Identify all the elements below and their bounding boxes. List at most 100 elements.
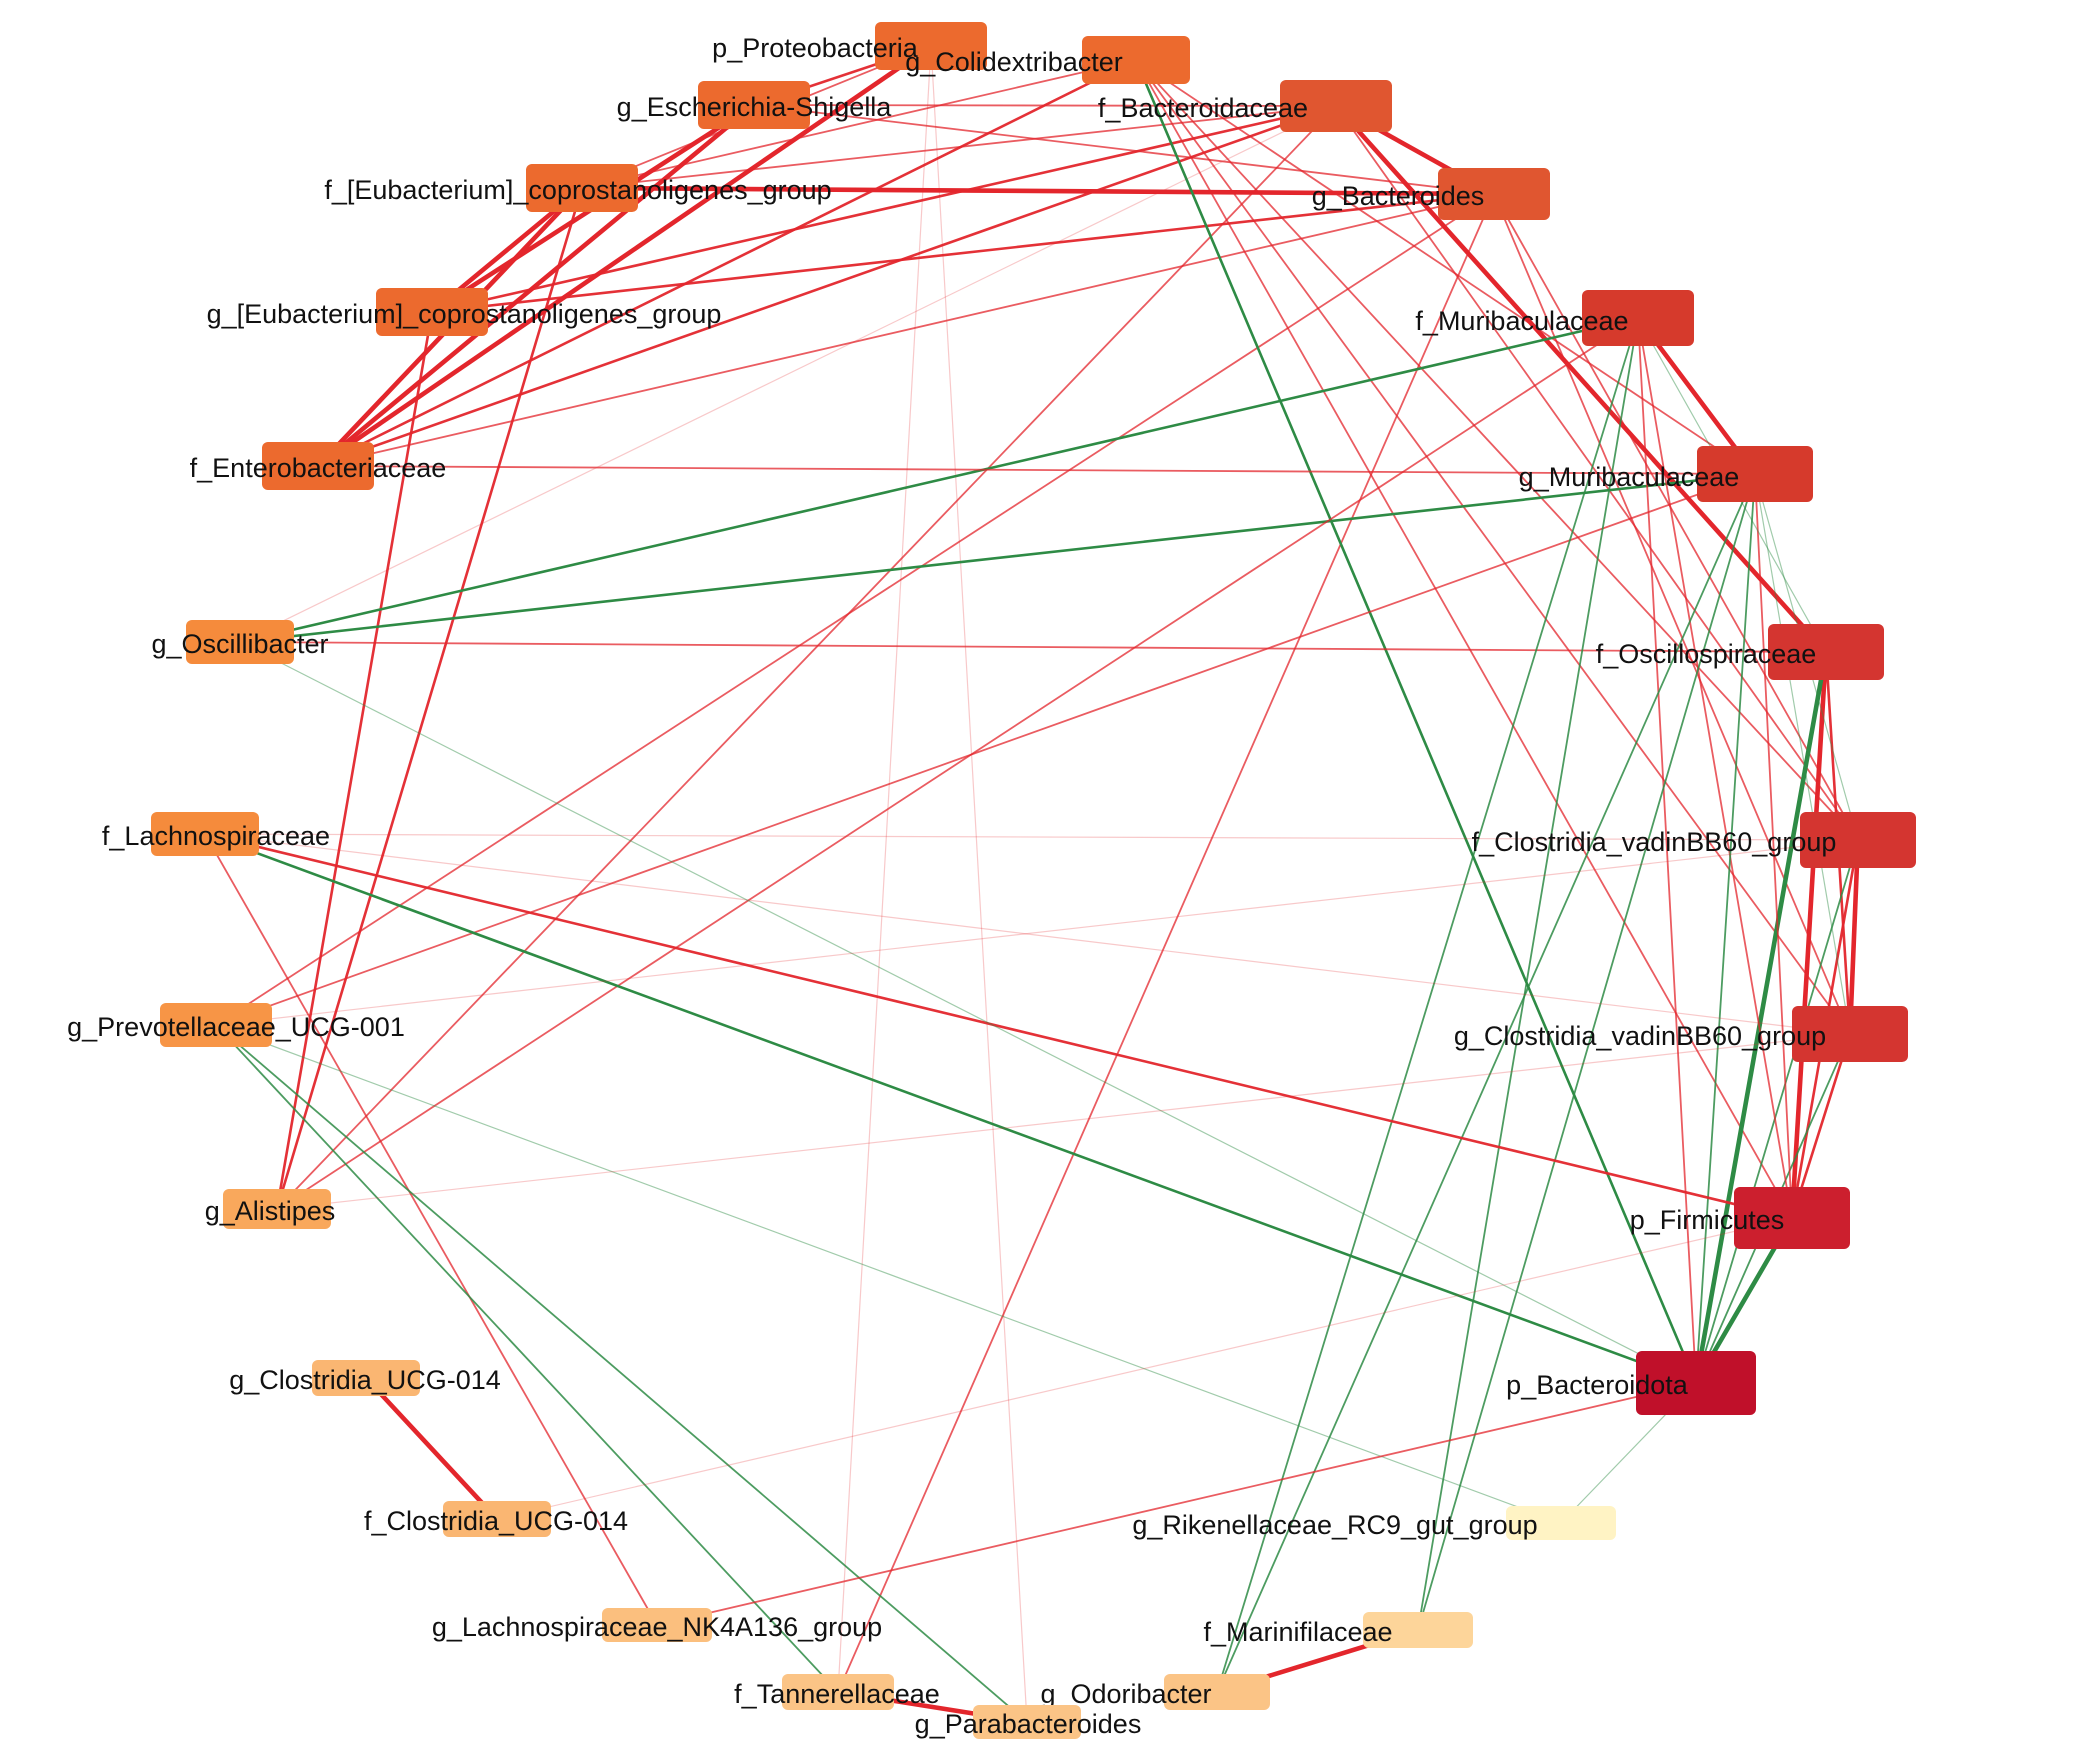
node-label: f_Marinifilaceae xyxy=(1203,1617,1392,1647)
node-label: g_Prevotellaceae_UCG-001 xyxy=(67,1012,405,1042)
node-box xyxy=(782,1674,894,1710)
node-g_Muribaculaceae: g_Muribaculaceae xyxy=(1519,446,1813,502)
edge-g_Prevotellaceae_UCG-001-g_Rikenellaceae_RC9_gut_group xyxy=(215,1024,1562,1524)
node-box xyxy=(1734,1187,1850,1249)
edge-f_Enterobacteriaceae-p_Proteobacteria xyxy=(315,43,934,469)
edge-g_[Eubacterium]_coprostanoligenes_group-g_Alistipes xyxy=(275,310,434,1211)
edge-f_Enterobacteriaceae-g_Bacteroides xyxy=(317,193,1495,467)
edge-g_[Eubacterium]_coprostanoligenes_group-g_Bacteroides xyxy=(430,192,1496,314)
edge-f_Bacteroidaceae-g_Alistipes xyxy=(276,105,1337,1210)
node-box xyxy=(1164,1674,1270,1710)
node-g_[Eubacterium]_coprostanoligenes_group: g_[Eubacterium]_coprostanoligenes_group xyxy=(207,288,722,336)
edge-g_Escherichia-Shigella-f_Enterobacteriaceae xyxy=(315,102,757,469)
edge-f_Muribaculaceae-g_Alistipes xyxy=(276,317,1639,1210)
node-box xyxy=(1800,812,1916,868)
edge-f_Muribaculaceae-f_Marinifilaceae xyxy=(1417,317,1639,1631)
edge-f_Bacteroidaceae-g_Oscillibacter xyxy=(239,105,1337,643)
node-f_Enterobacteriaceae: f_Enterobacteriaceae xyxy=(190,442,447,490)
node-g_Alistipes: g_Alistipes xyxy=(205,1189,336,1229)
node-label: f_Bacteroidaceae xyxy=(1098,93,1308,123)
edge-f_Muribaculaceae-p_Bacteroidota xyxy=(1637,317,1697,1384)
edge-f_Enterobacteriaceae-f_Bacteroidaceae xyxy=(316,104,1338,468)
node-f_Marinifilaceae: f_Marinifilaceae xyxy=(1203,1612,1473,1648)
edge-g_Muribaculaceae-p_Bacteroidota xyxy=(1695,473,1756,1384)
edge-g_Muribaculaceae-g_Odoribacter xyxy=(1216,473,1756,1693)
node-box xyxy=(151,812,259,856)
node-label: g_Odoribacter xyxy=(1040,1679,1211,1709)
edge-f_[Eubacterium]_coprostanoligenes_group-g_Alistipes xyxy=(275,186,584,1211)
edge-g_Muribaculaceae-g_Oscillibacter xyxy=(238,472,1757,644)
node-label: g_Oscillibacter xyxy=(151,629,328,659)
node-box xyxy=(1697,446,1813,502)
edge-g_Escherichia-Shigella-f_Bacteroidaceae xyxy=(753,104,1337,107)
node-label: p_Bacteroidota xyxy=(1506,1370,1689,1400)
node-label: f_Enterobacteriaceae xyxy=(190,453,447,483)
edge-f_Clostridia_vadinBB60_group-g_Clostridia_vadinBB60_group xyxy=(1847,837,1861,1037)
node-box xyxy=(1636,1351,1756,1415)
node-label: f_[Eubacterium]_coprostanoligenes_group xyxy=(324,175,831,205)
node-label: g_Escherichia-Shigella xyxy=(617,92,893,122)
edge-g_Bacteroides-f_Tannerellaceae xyxy=(837,193,1495,1693)
node-f_Tannerellaceae: f_Tannerellaceae xyxy=(734,1674,940,1710)
node-box xyxy=(1582,290,1694,346)
node-f_Oscillospiraceae: f_Oscillospiraceae xyxy=(1596,624,1884,680)
edge-g_Muribaculaceae-g_Clostridia_vadinBB60_group xyxy=(1754,473,1851,1035)
node-box xyxy=(376,288,488,336)
node-p_Proteobacteria: p_Proteobacteria xyxy=(712,22,987,70)
edge-f_Muribaculaceae-p_Firmicutes xyxy=(1637,317,1793,1219)
edge-g_Colidextribacter-f_[Eubacterium]_coprostanoligenes_group xyxy=(581,59,1137,189)
edge-g_Bacteroides-f_Clostridia_vadinBB60_group xyxy=(1493,193,1859,841)
node-g_Prevotellaceae_UCG-001: g_Prevotellaceae_UCG-001 xyxy=(67,1003,405,1047)
edge-f_Bacteroidaceae-f_[Eubacterium]_coprostanoligenes_group xyxy=(581,105,1337,189)
node-box xyxy=(602,1608,712,1642)
node-label: f_Clostridia_vadinBB60_group xyxy=(1472,827,1837,857)
node-label: g_Colidextribacter xyxy=(905,47,1123,77)
edge-p_Proteobacteria-g_Parabacteroides xyxy=(930,45,1028,1723)
node-g_Bacteroides: g_Bacteroides xyxy=(1312,168,1550,220)
node-box xyxy=(1506,1506,1616,1540)
edge-g_Bacteroides-g_Clostridia_vadinBB60_group xyxy=(1493,193,1851,1035)
node-label: g_[Eubacterium]_coprostanoligenes_group xyxy=(207,299,722,329)
edge-f_Lachnospiraceae-g_Clostridia_vadinBB60_group xyxy=(204,833,1851,1035)
node-label: p_Firmicutes xyxy=(1630,1205,1785,1235)
node-label: g_Clostridia_vadinBB60_group xyxy=(1454,1021,1826,1051)
node-f_Clostridia_vadinBB60_group: f_Clostridia_vadinBB60_group xyxy=(1472,812,1916,868)
node-box xyxy=(1363,1612,1473,1648)
node-label: g_Alistipes xyxy=(205,1196,336,1226)
node-g_Oscillibacter: g_Oscillibacter xyxy=(151,620,329,664)
node-label: f_Lachnospiraceae xyxy=(102,821,330,851)
edge-f_Enterobacteriaceae-g_Muribaculaceae xyxy=(317,465,1756,475)
node-g_Lachnospiraceae_NK4A136_group: g_Lachnospiraceae_NK4A136_group xyxy=(432,1608,882,1642)
edge-f_[Eubacterium]_coprostanoligenes_group-g_Bacteroides xyxy=(579,185,1497,197)
node-box xyxy=(160,1003,272,1047)
node-g_Clostridia_vadinBB60_group: g_Clostridia_vadinBB60_group xyxy=(1454,1006,1908,1062)
node-box xyxy=(1768,624,1884,680)
node-f_[Eubacterium]_coprostanoligenes_group: f_[Eubacterium]_coprostanoligenes_group xyxy=(324,164,832,212)
edge-g_Muribaculaceae-p_Firmicutes xyxy=(1754,473,1793,1219)
edge-g_Oscillibacter-f_Oscillospiraceae xyxy=(239,641,1827,653)
node-f_Clostridia_UCG-014: f_Clostridia_UCG-014 xyxy=(364,1501,628,1537)
edge-g_Colidextribacter-f_Clostridia_vadinBB60_group xyxy=(1135,59,1859,841)
edge-g_Lachnospiraceae_NK4A136_group-p_Bacteroidota xyxy=(656,1382,1697,1626)
edge-g_Oscillibacter-p_Bacteroidota xyxy=(239,641,1697,1384)
edge-g_Bacteroides-g_Prevotellaceae_UCG-001 xyxy=(215,193,1495,1026)
edge-f_Lachnospiraceae-f_Clostridia_vadinBB60_group xyxy=(204,833,1859,841)
node-box xyxy=(875,22,987,70)
edge-f_Bacteroidaceae-f_Oscillospiraceae xyxy=(1333,103,1829,655)
node-label: f_Oscillospiraceae xyxy=(1596,639,1817,669)
node-g_Rikenellaceae_RC9_gut_group: g_Rikenellaceae_RC9_gut_group xyxy=(1132,1506,1616,1540)
edge-f_Enterobacteriaceae-g_Colidextribacter xyxy=(316,58,1138,468)
edge-g_Colidextribacter-p_Firmicutes xyxy=(1135,59,1793,1219)
edge-f_Oscillospiraceae-p_Firmicutes xyxy=(1789,649,1829,1221)
node-g_Colidextribacter: g_Colidextribacter xyxy=(905,36,1190,84)
node-g_Parabacteroides: g_Parabacteroides xyxy=(915,1705,1141,1739)
edge-f_Lachnospiraceae-p_Firmicutes xyxy=(203,832,1794,1220)
edge-g_Colidextribacter-g_Muribaculaceae xyxy=(1135,59,1756,475)
node-f_Bacteroidaceae: f_Bacteroidaceae xyxy=(1098,80,1392,132)
edge-g_Prevotellaceae_UCG-001-g_Parabacteroides xyxy=(215,1024,1028,1723)
edge-f_Lachnospiraceae-p_Bacteroidota xyxy=(203,832,1698,1385)
edge-g_Prevotellaceae_UCG-001-f_Tannerellaceae xyxy=(215,1024,839,1693)
node-box xyxy=(1280,80,1392,132)
node-box xyxy=(1082,36,1190,84)
